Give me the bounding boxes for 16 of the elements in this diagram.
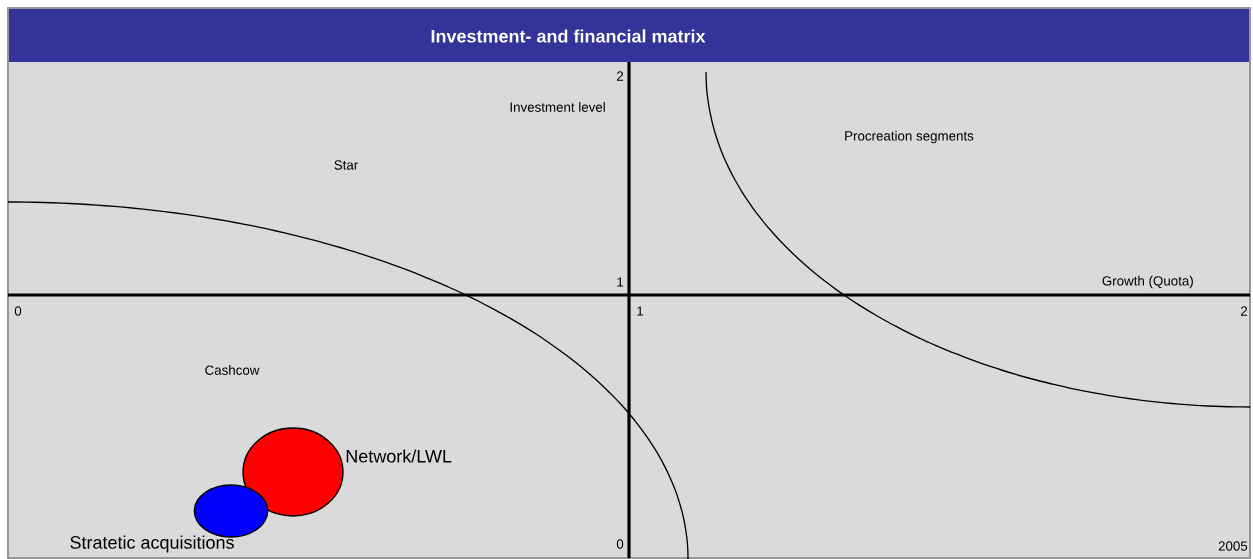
bubble-label: Stratetic acquisitions bbox=[70, 535, 234, 553]
bubble bbox=[242, 427, 344, 517]
axis-tick-label: 1 bbox=[617, 277, 624, 287]
quadrant-label: Star bbox=[334, 160, 358, 170]
quadrant-label: Procreation segments bbox=[845, 130, 974, 144]
quadrant-label: Cashcow bbox=[205, 365, 260, 375]
axis-tick-label: 0 bbox=[14, 306, 22, 316]
bubble-label: Network/LWL bbox=[346, 449, 452, 463]
axis-tick-label: 1 bbox=[637, 306, 644, 316]
title-bar: Investment- and financial matrix bbox=[9, 9, 1249, 62]
axis-label: Investment level bbox=[510, 102, 605, 112]
axis-tick-label: 0 bbox=[616, 539, 624, 549]
axis-label: Growth (Quota) bbox=[1102, 275, 1193, 289]
year-label: 2005 bbox=[1218, 541, 1248, 551]
axis-tick-label: 2 bbox=[617, 71, 624, 81]
axis-tick-label: 2 bbox=[1241, 306, 1248, 316]
